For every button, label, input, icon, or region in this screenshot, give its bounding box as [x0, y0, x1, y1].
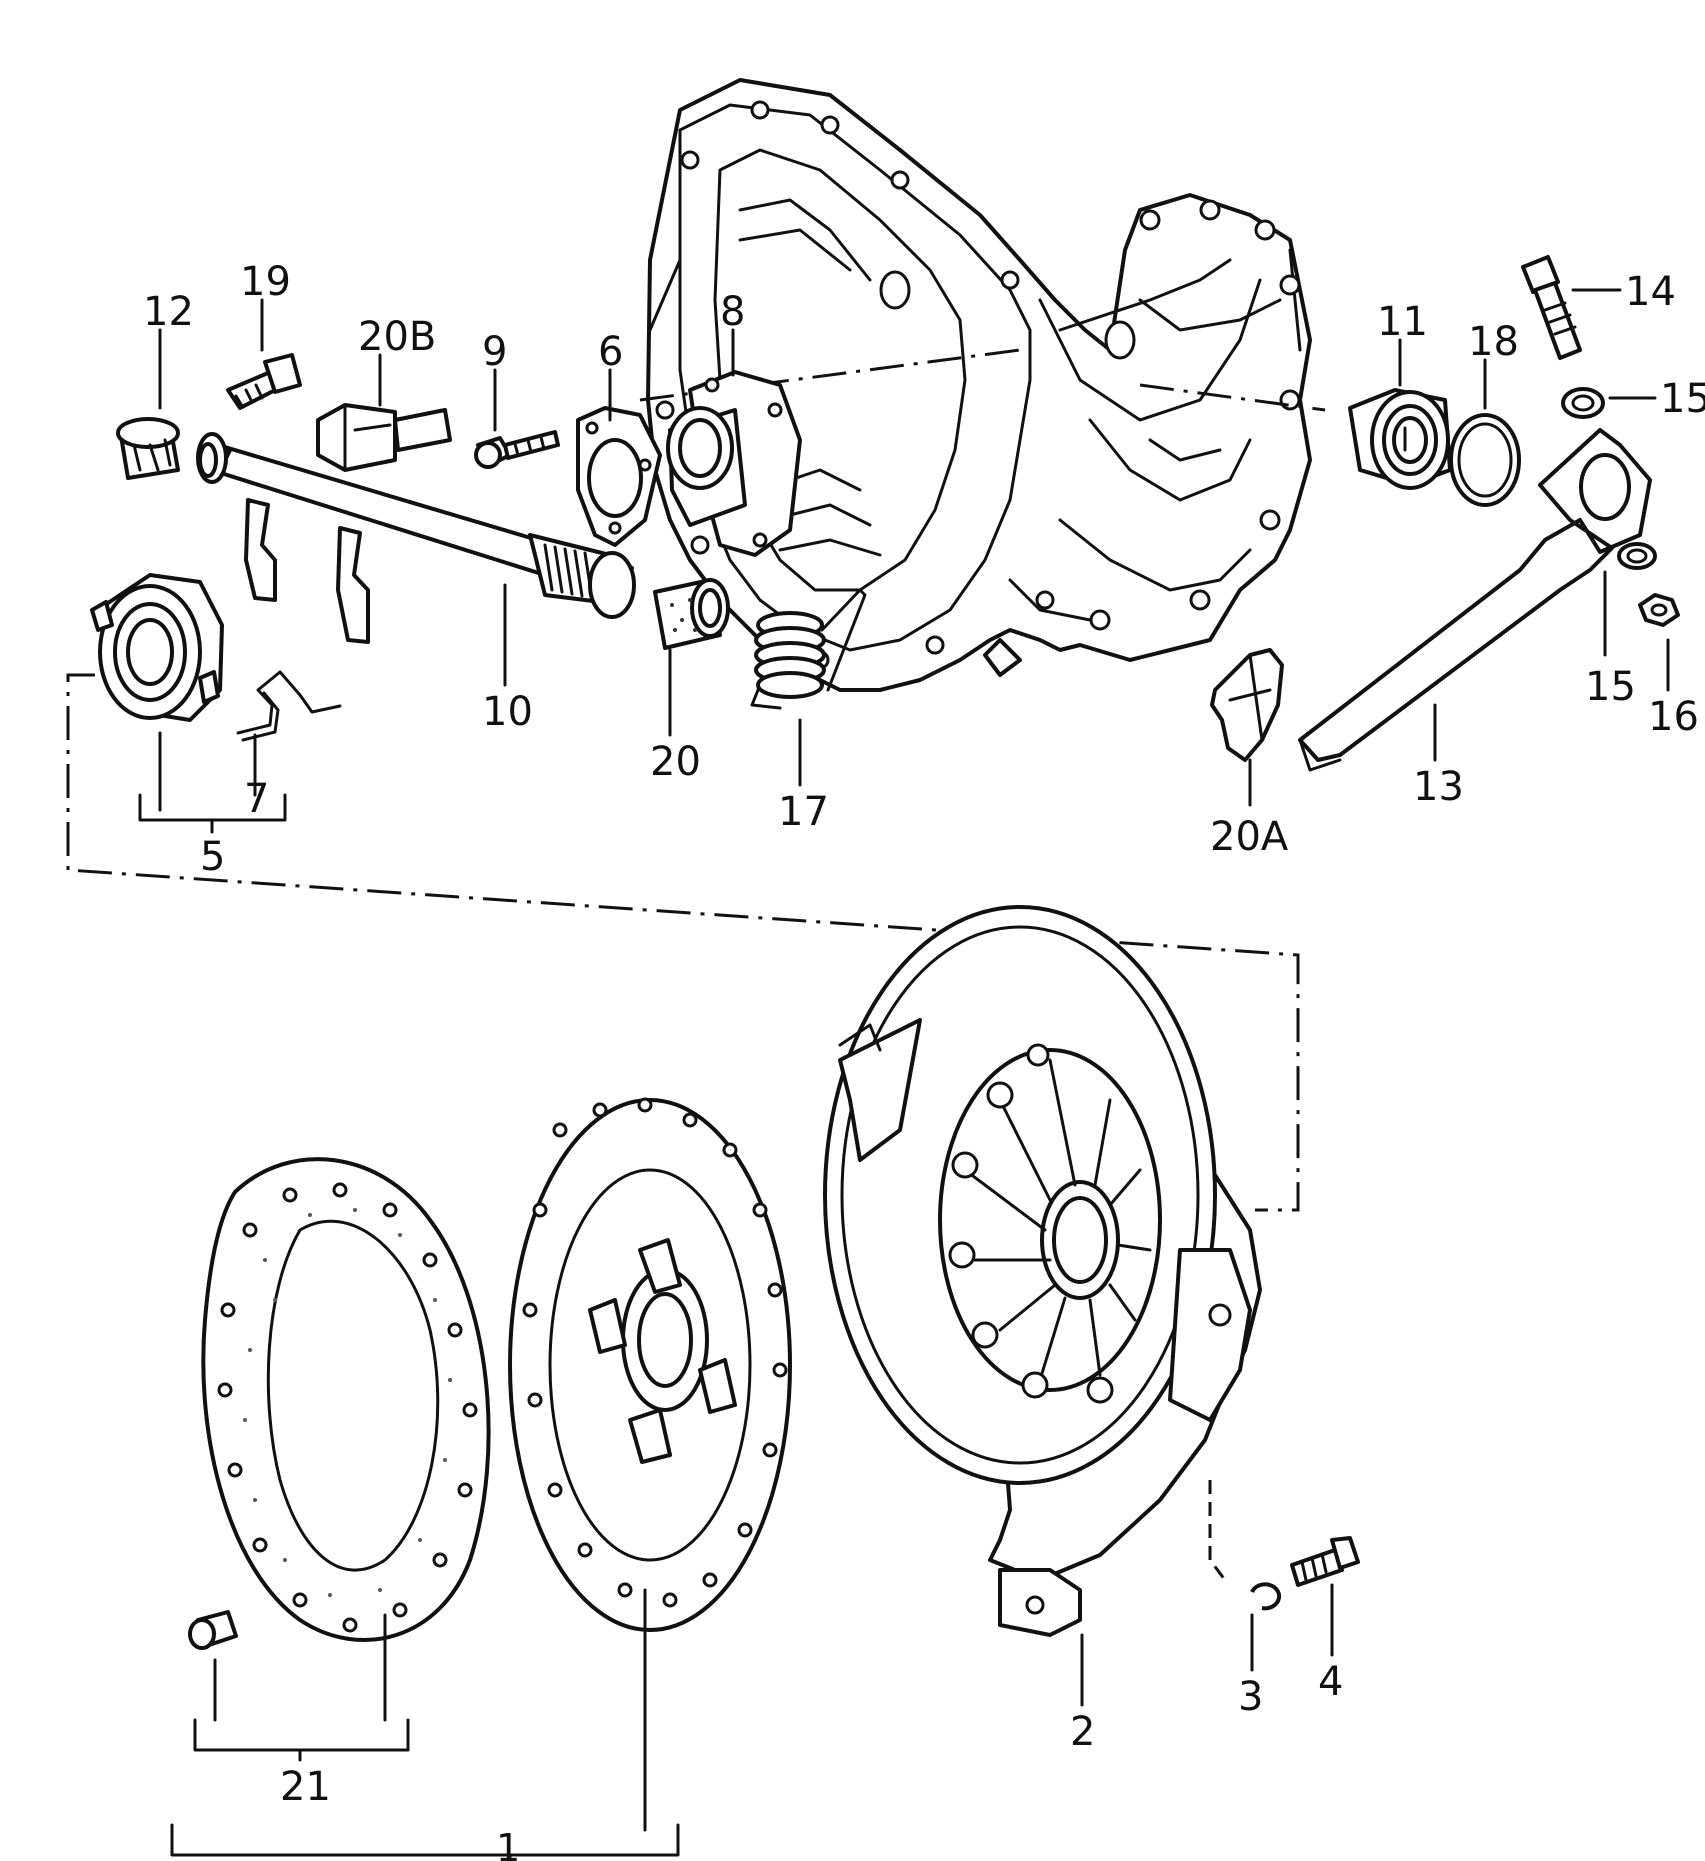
callout-8: 8 [720, 289, 745, 335]
part-2-pressure-plate [823, 905, 1262, 1637]
callout-20: 20 [650, 739, 701, 785]
part-9-bolt [474, 430, 560, 469]
part-20-bushing [653, 578, 730, 650]
part-3-washer [1250, 1582, 1282, 1611]
callout-labels: 12 19 20B 9 6 8 10 20 17 7 5 11 18 14 15… [143, 259, 1705, 1861]
part-15-washer-lower [1617, 542, 1657, 570]
part-12-bushing [116, 417, 180, 480]
part-17-spring [750, 588, 867, 710]
callout-4: 4 [1318, 1659, 1343, 1705]
part-11-bearing [1348, 388, 1452, 490]
callout-15-lower: 15 [1585, 664, 1636, 710]
part-21-rivet [188, 1610, 238, 1650]
part-20a-guide [1210, 648, 1284, 762]
callout-11: 11 [1377, 299, 1428, 345]
callout-18: 18 [1468, 319, 1519, 365]
callout-2: 2 [1070, 1709, 1095, 1755]
part-15-washer-upper [1561, 387, 1605, 419]
callout-5: 5 [200, 834, 225, 880]
callout-1: 1 [496, 1826, 520, 1861]
callout-12: 12 [143, 289, 194, 335]
part-13-lever [1298, 428, 1652, 772]
callout-10: 10 [482, 689, 533, 735]
callout-9: 9 [482, 329, 507, 375]
callout-6: 6 [598, 329, 623, 375]
part-16-nut [1638, 593, 1680, 627]
part-6-gasket [576, 406, 662, 547]
callout-20b: 20B [358, 314, 436, 360]
callout-15-upper: 15 [1660, 376, 1705, 422]
callout-14: 14 [1625, 269, 1676, 315]
callout-13: 13 [1413, 764, 1464, 810]
leader-lines [138, 288, 1670, 1861]
part-10-release-shaft [196, 432, 636, 644]
callout-19: 19 [240, 259, 291, 305]
part-5-release-bearing [90, 573, 224, 722]
callout-16: 16 [1648, 694, 1699, 740]
part-19-bolt [226, 353, 302, 410]
part-4-bolt [1290, 1536, 1360, 1587]
callout-7: 7 [244, 776, 269, 822]
part-21-friction-lining [201, 1157, 491, 1642]
part-1-clutch-disc [508, 1097, 792, 1632]
part-20b-guide [316, 403, 452, 472]
part-18-circlip [1449, 413, 1521, 507]
callout-21: 21 [280, 1764, 331, 1810]
callout-3: 3 [1238, 1674, 1263, 1720]
part-8-guide-sleeve [666, 370, 802, 557]
part-14-bolt [1521, 255, 1582, 360]
callout-17: 17 [778, 789, 829, 835]
callout-20a: 20A [1210, 814, 1289, 860]
part-7-retaining-spring [236, 670, 342, 742]
